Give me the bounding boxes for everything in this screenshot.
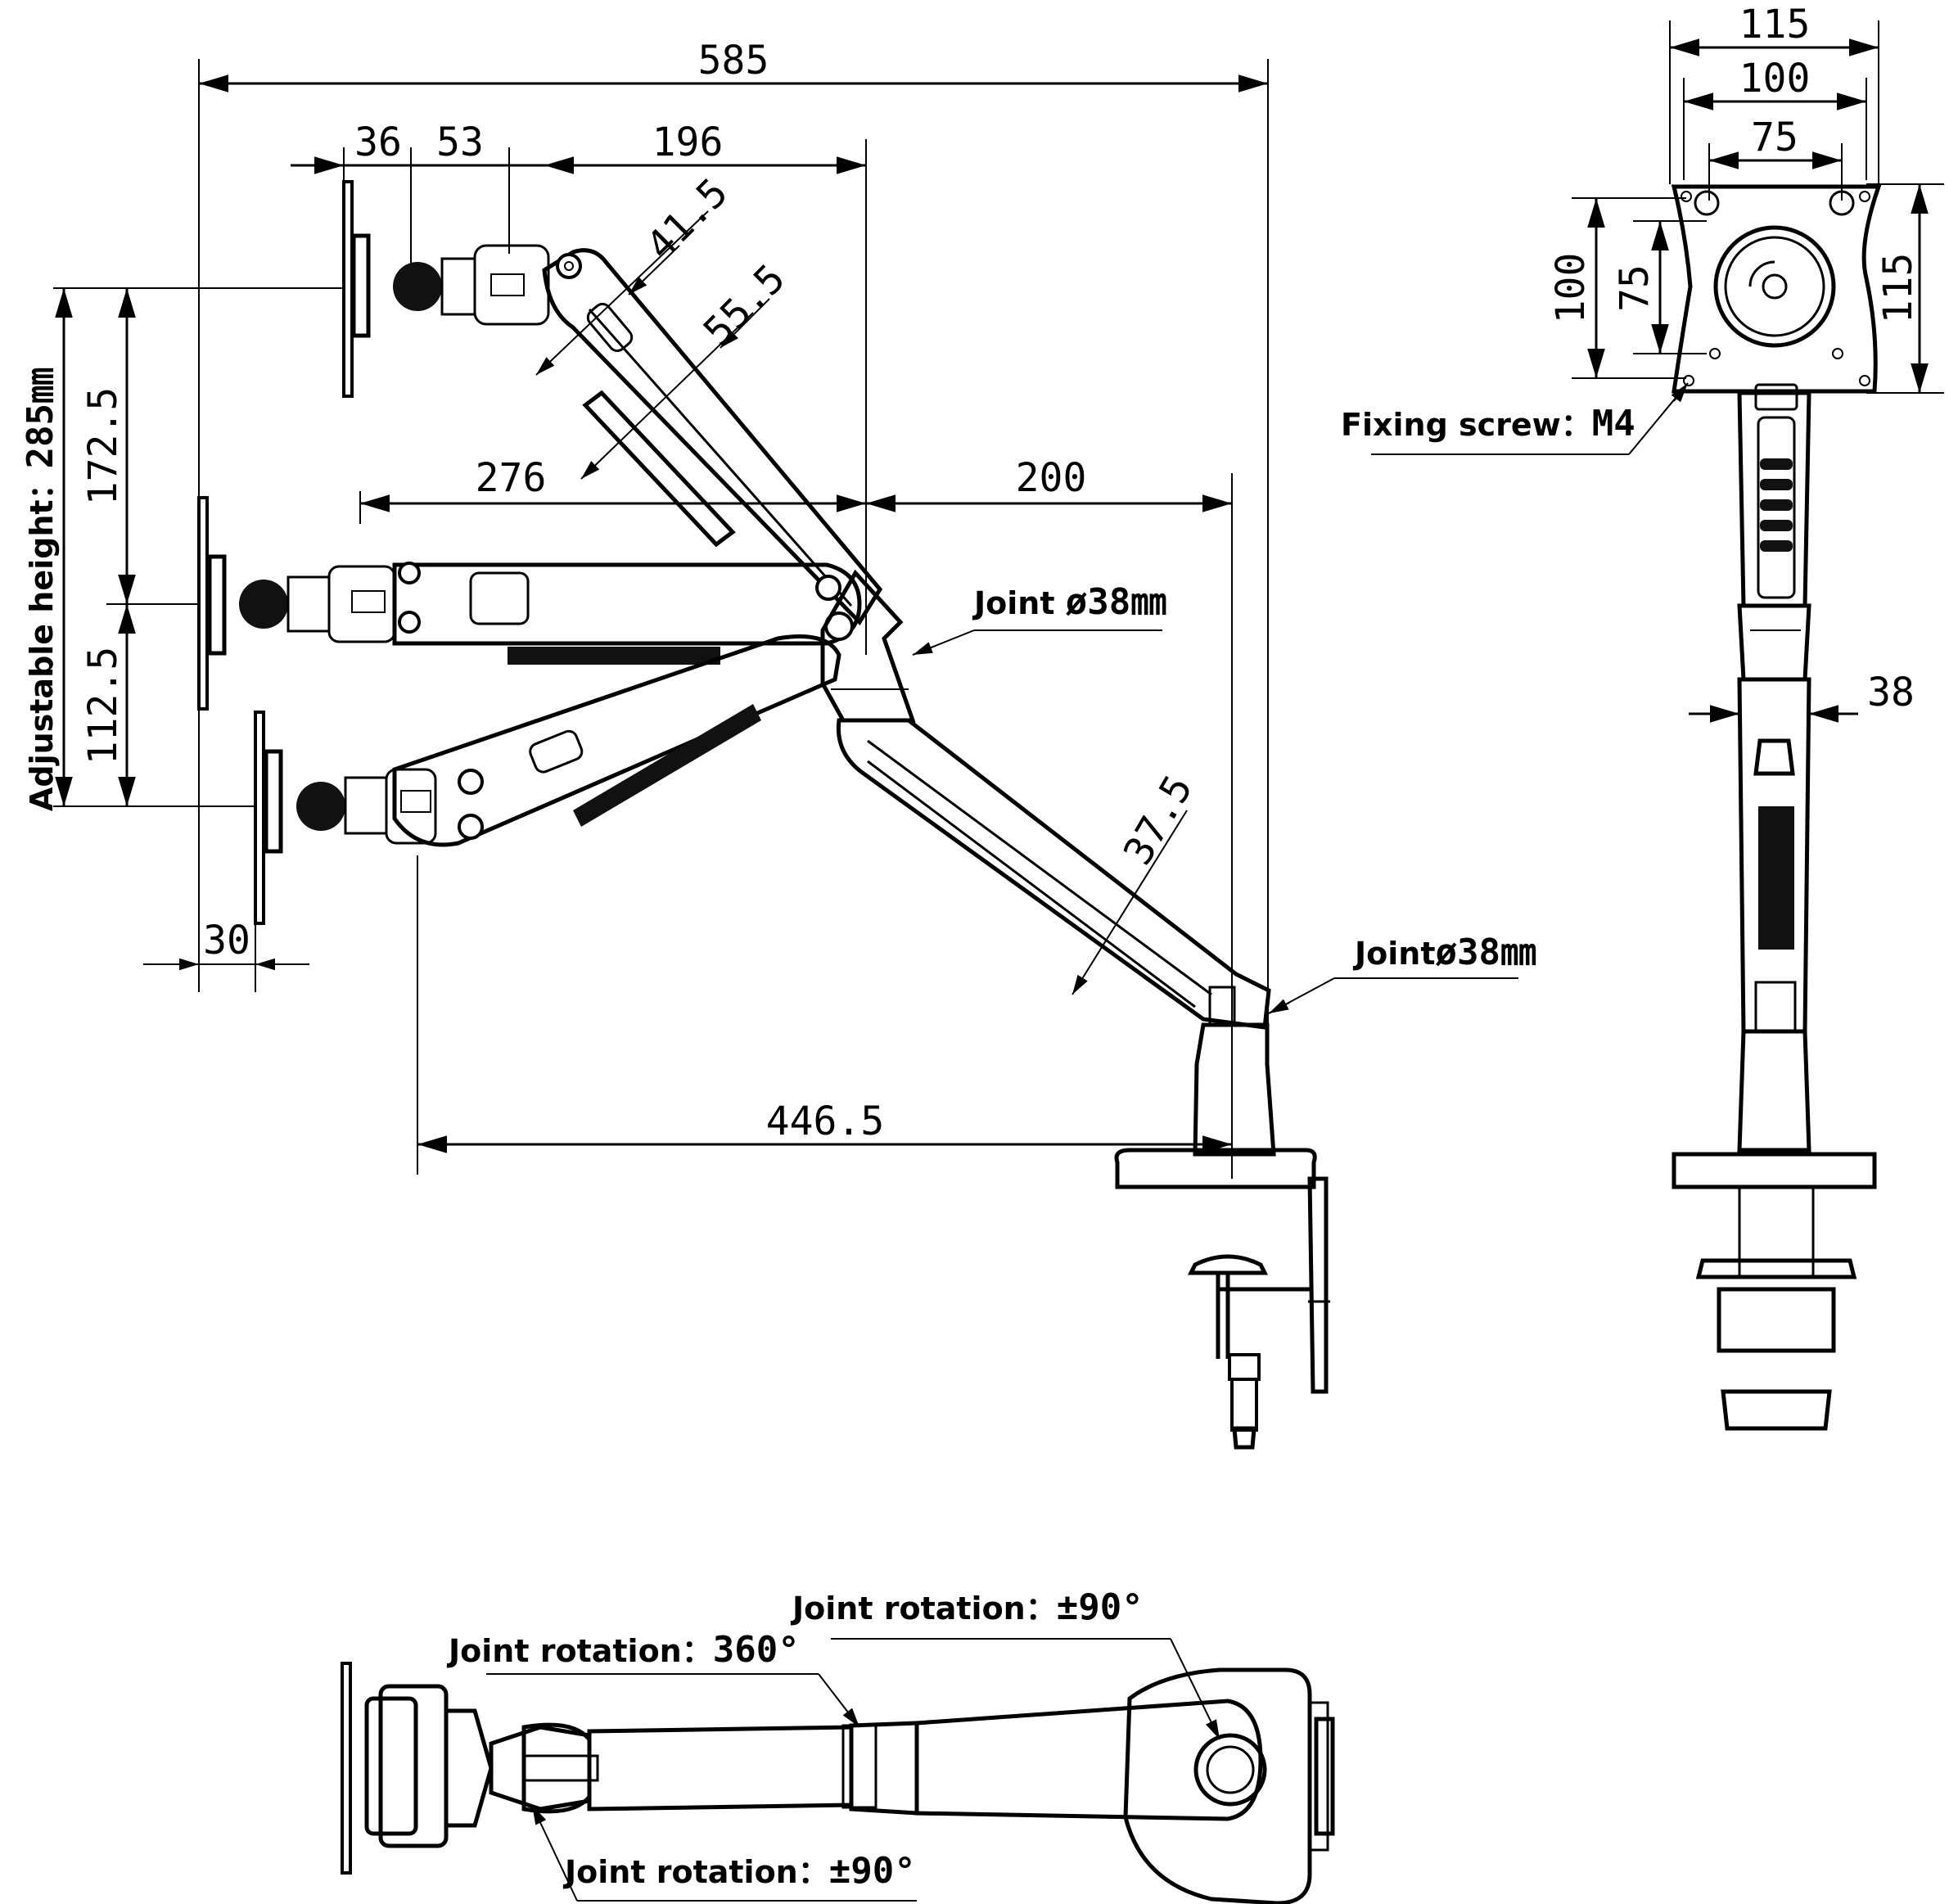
- rotation-360-label: Joint rotation：: [446, 1633, 713, 1669]
- side-view: 585 36 53 196 41.5 55.5 27: [20, 38, 1536, 1450]
- monitor-plate-middle: [197, 496, 209, 711]
- dim-vesa-115-h: 115: [1875, 253, 1921, 324]
- svg-text:Adjustable height：285㎜: Adjustable height：285㎜: [20, 368, 61, 811]
- tilt-knob-middle: [239, 580, 288, 629]
- monitor-plate-upper: [342, 180, 354, 398]
- rotation-90-top-value: ±90°: [1057, 1586, 1144, 1628]
- dim-vesa-75-h: 75: [1612, 264, 1658, 312]
- rotation-90-bottom-value: ±90°: [829, 1850, 916, 1892]
- dim-41-5: 41.5: [638, 169, 737, 268]
- dim-446-5: 446.5: [766, 1099, 885, 1144]
- front-view: 115 100 75 100 75 115 Fixi: [1341, 2, 1944, 1431]
- joint-lower-callout: Jointø38㎜: [1352, 932, 1536, 973]
- joint-lower-value: ø38㎜: [1436, 932, 1536, 973]
- vesa-hub: [1713, 225, 1836, 348]
- dim-55-5: 55.5: [695, 255, 794, 354]
- dim-vesa-75-w: 75: [1751, 115, 1798, 160]
- tilt-knob-lower: [296, 782, 345, 831]
- rotation-90-top-callout: Joint rotation：±90°: [790, 1586, 1144, 1628]
- top-joint-360: [1193, 1733, 1267, 1807]
- dim-vesa-100-w: 100: [1739, 56, 1811, 102]
- joint-upper-callout: Joint ø38㎜: [972, 581, 1166, 623]
- dim-276: 276: [476, 455, 547, 501]
- dim-200: 200: [1016, 455, 1087, 501]
- rotation-90-top-label: Joint rotation：: [790, 1590, 1057, 1627]
- adjustable-height-value: 285㎜: [20, 368, 61, 468]
- joint-lower-label: Joint: [1352, 936, 1436, 972]
- dim-30: 30: [203, 918, 250, 963]
- rotation-360-value: 360°: [713, 1629, 800, 1671]
- adjustable-height-label: Adjustable height：: [24, 468, 60, 811]
- fixing-screw-label: Fixing screw：: [1341, 407, 1592, 443]
- dim-pole-38: 38: [1867, 670, 1915, 715]
- fixing-screw-value: M4: [1592, 403, 1635, 444]
- tilt-knob-upper: [393, 262, 442, 311]
- elbow-joint: [815, 575, 841, 601]
- dim-36: 36: [354, 120, 402, 165]
- dim-53: 53: [436, 120, 484, 165]
- joint-upper-label: Joint: [972, 585, 1055, 621]
- dim-vesa-100-h: 100: [1548, 253, 1594, 324]
- top-monitor-plate: [341, 1662, 352, 1875]
- top-base-plate: [1123, 1667, 1312, 1904]
- dim-37-5: 37.5: [1115, 768, 1202, 873]
- dim-172-5: 172.5: [80, 387, 126, 506]
- top-view: Joint rotation：360° Joint rotation：±90° …: [341, 1586, 1335, 1904]
- dim-vesa-115-w: 115: [1739, 2, 1811, 47]
- rotation-90-bottom-callout: Joint rotation：±90°: [562, 1850, 916, 1892]
- adjustable-height-callout: Adjustable height：285㎜: [20, 368, 61, 811]
- dim-overall-width: 585: [698, 38, 769, 83]
- vesa-plate: [1671, 184, 1882, 394]
- dim-196: 196: [652, 120, 724, 165]
- dim-112-5: 112.5: [80, 647, 126, 765]
- rotation-360-callout: Joint rotation：360°: [446, 1629, 800, 1671]
- monitor-plate-lower: [254, 711, 265, 925]
- fixing-screw-callout: Fixing screw：M4: [1341, 403, 1635, 444]
- joint-upper-value: ø38㎜: [1066, 581, 1166, 623]
- rotation-90-bottom-label: Joint rotation：: [562, 1854, 829, 1890]
